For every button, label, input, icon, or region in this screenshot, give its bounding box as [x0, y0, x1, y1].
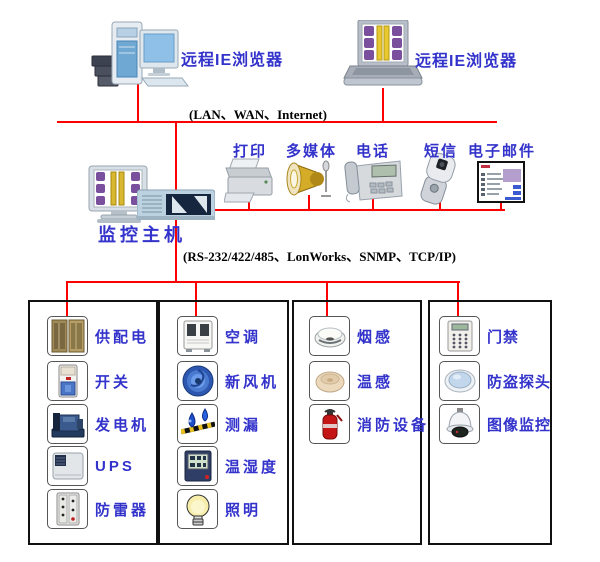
fire-extinguisher-icon: [309, 404, 350, 444]
leak-detector-label: 测漏: [225, 416, 262, 434]
host-monitor-icon: [87, 164, 151, 224]
heat-detector-icon: [309, 361, 350, 401]
device-multimedia-label: 多媒体: [286, 143, 338, 160]
laptop-computer-icon: [342, 20, 424, 90]
email-window-icon: [477, 161, 525, 203]
power-supply-label: 供配电: [95, 328, 150, 346]
image-monitor-label: 图像监控: [487, 416, 552, 434]
light-bulb-icon: [177, 489, 218, 529]
surge-protector-label: 防雷器: [95, 501, 150, 519]
smoke-detector-label: 烟感: [357, 328, 394, 346]
pir-detector-icon: [439, 361, 480, 401]
desktop-computer-icon: [90, 18, 190, 90]
desktop-drop-line: [137, 82, 139, 122]
leak-detector-icon: [177, 404, 218, 444]
smoke-detector-icon: [309, 316, 350, 356]
host-label: 监控主机: [98, 225, 186, 245]
breaker-icon: [47, 361, 88, 401]
telephone-icon: [342, 156, 404, 204]
field-bus-label: (RS-232/422/485、LonWorks、SNMP、TCP/IP): [183, 249, 457, 264]
fresh-air-fan-label: 新风机: [225, 373, 280, 391]
fire-group-box: 烟感 温感 消防设备: [292, 300, 426, 545]
lan-bus-line: [57, 121, 497, 123]
security-group-box: 门禁 防盗探头 图像监控: [428, 300, 552, 545]
ups-label: UPS: [95, 457, 135, 475]
host-server-icon: [137, 187, 215, 223]
generator-icon: [47, 404, 88, 444]
fire-group-drop-line: [326, 281, 328, 316]
access-keypad-icon: [439, 316, 480, 356]
device-bus-line: [211, 209, 505, 211]
device-email-label: 电子邮件: [468, 143, 537, 160]
security-group-drop-line: [457, 281, 459, 316]
lighting-label: 照明: [225, 501, 262, 519]
lan-bus-label: (LAN、WAN、Internet): [189, 107, 327, 122]
speaker-drop-line: [308, 195, 310, 210]
pir-detector-label: 防盗探头: [487, 373, 552, 391]
printer-icon: [224, 157, 274, 205]
surge-protector-icon: [47, 489, 88, 529]
heat-detector-label: 温感: [357, 373, 394, 391]
ups-icon: [47, 446, 88, 486]
environment-group-drop-line: [195, 281, 197, 316]
fire-equipment-label: 消防设备: [357, 416, 430, 434]
power-group-box: 供配电 开关: [28, 300, 158, 545]
environment-group-box: 空调 新风机: [158, 300, 289, 545]
air-conditioner-icon: [177, 316, 218, 356]
device-sms-label: 短信: [424, 143, 459, 160]
remote-browser-left-label: 远程IE浏览器: [181, 52, 284, 69]
power-cabinet-icon: [47, 316, 88, 356]
air-conditioner-label: 空调: [225, 328, 262, 346]
access-control-label: 门禁: [487, 328, 520, 346]
field-bus-line: [66, 281, 460, 283]
fresh-air-fan-icon: [177, 361, 218, 401]
laptop-drop-line: [382, 88, 384, 122]
cellphone-icon: [413, 152, 463, 208]
thermo-hygrometer-icon: [177, 446, 218, 486]
generator-label: 发电机: [95, 416, 150, 434]
remote-browser-right-label: 远程IE浏览器: [415, 53, 518, 70]
power-group-drop-line: [66, 281, 68, 316]
device-telephone-label: 电话: [356, 143, 391, 160]
speaker-icon: [286, 156, 334, 202]
switch-label: 开关: [95, 373, 132, 391]
telephone-drop-line: [372, 195, 374, 210]
dome-camera-icon: [439, 404, 480, 444]
thermo-hygrometer-label: 温湿度: [225, 458, 280, 476]
device-print-label: 打印: [233, 143, 268, 160]
